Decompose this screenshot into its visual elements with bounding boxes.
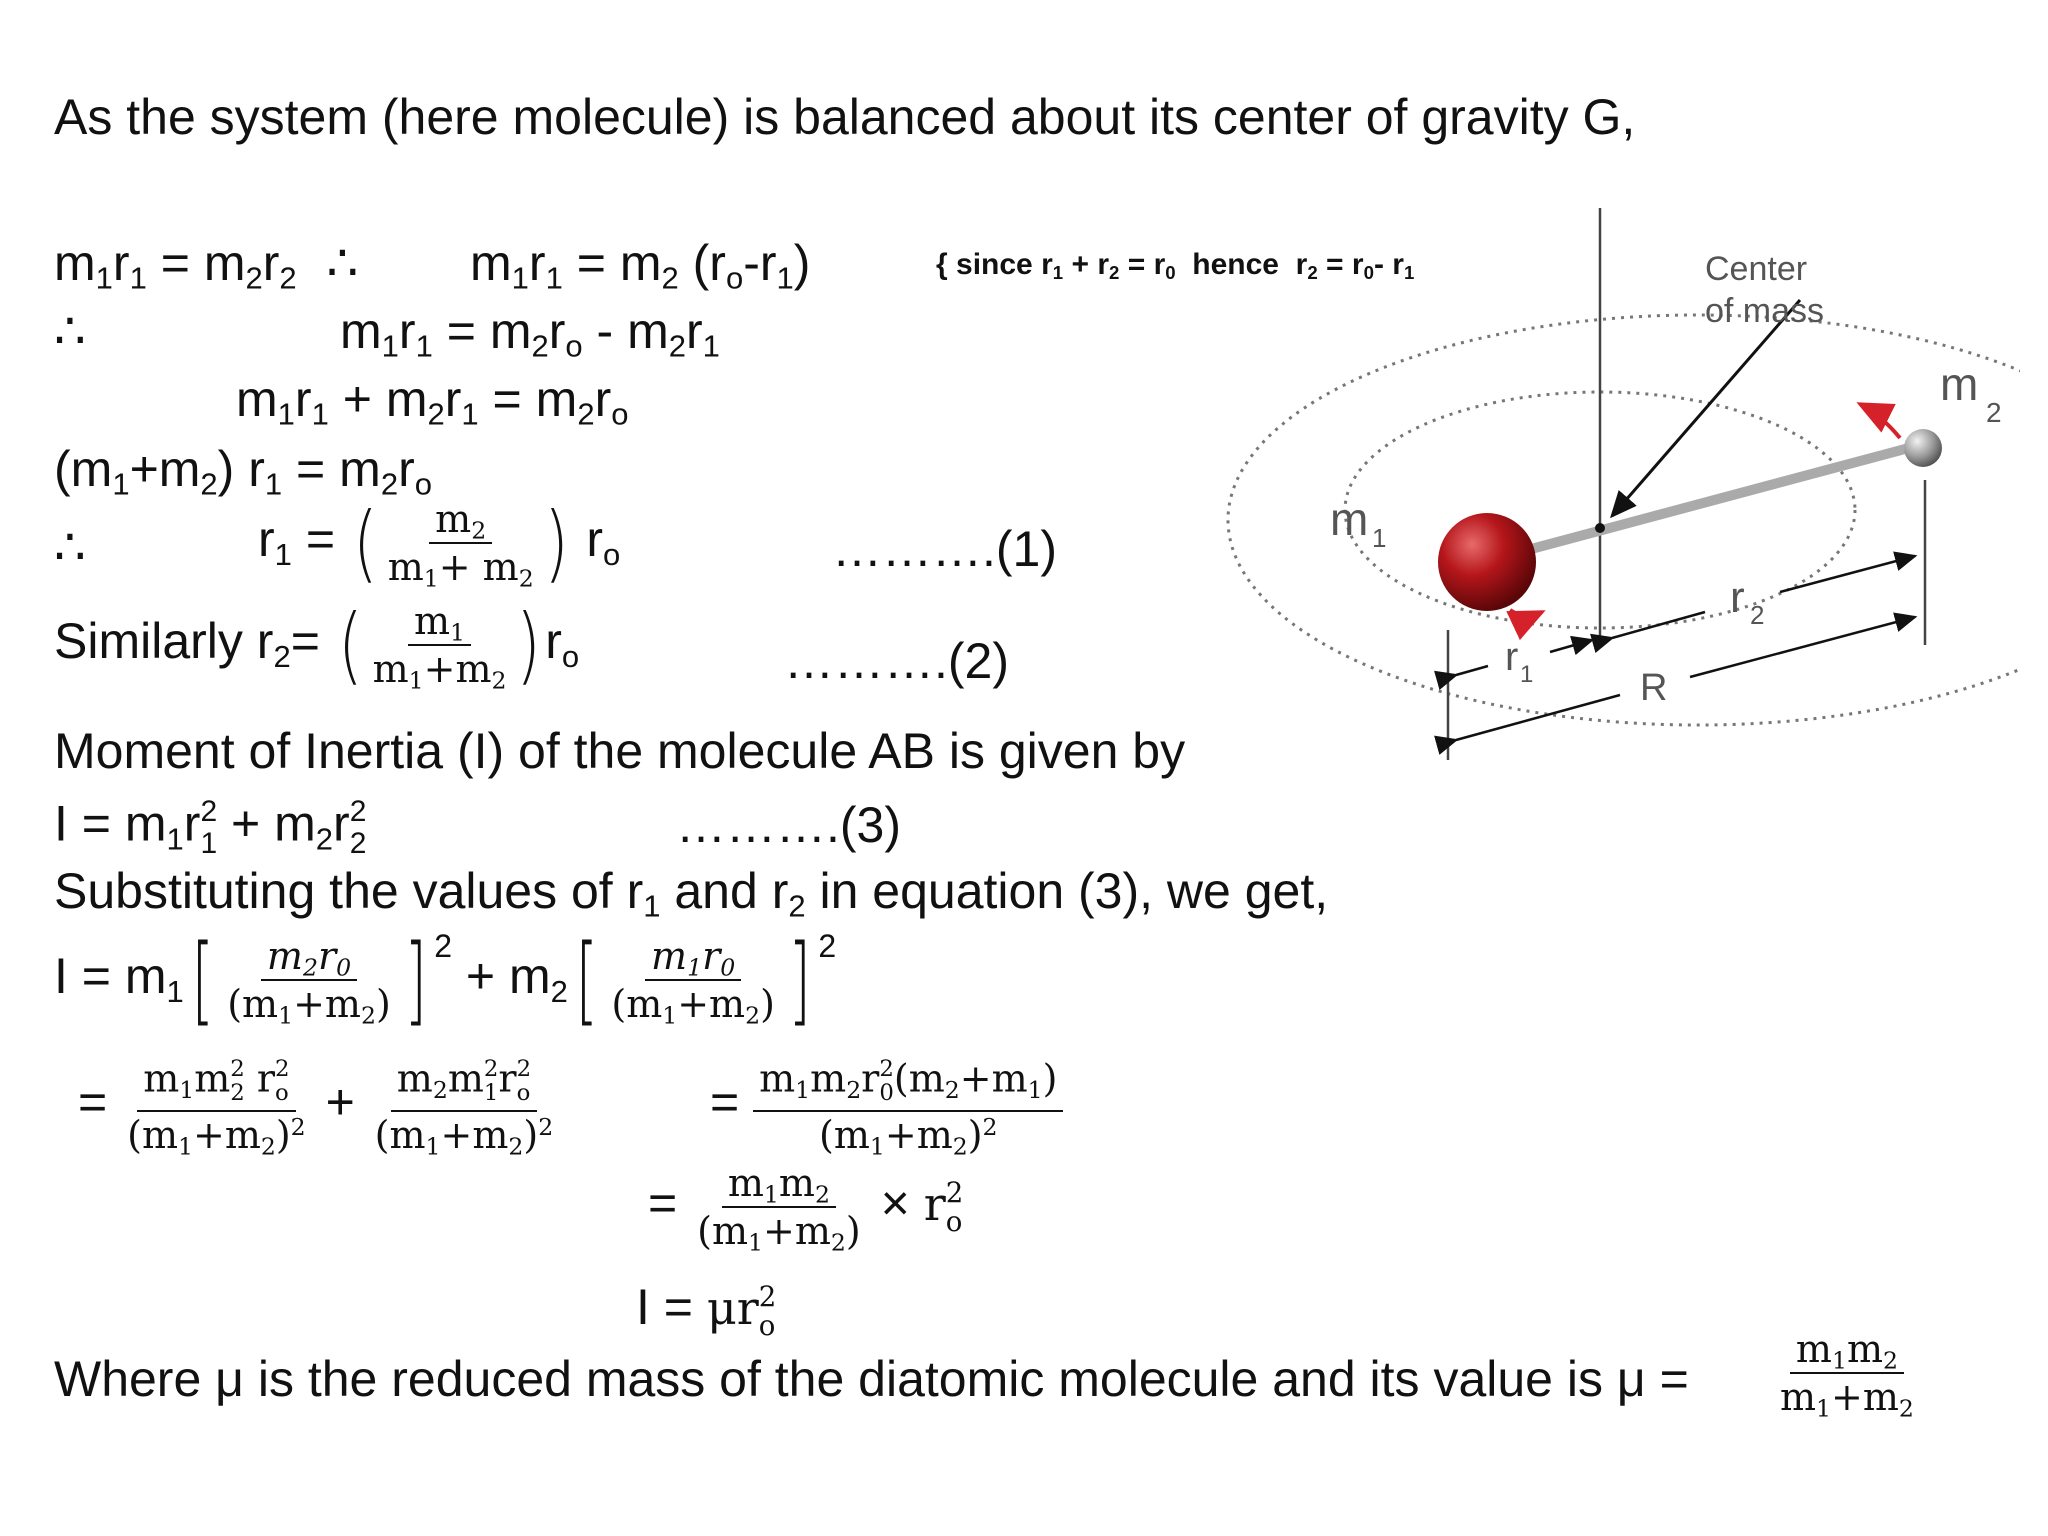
svg-text:1: 1 (1372, 523, 1386, 553)
rotation-arrow-m1 (1506, 608, 1546, 641)
therefore-symbol-2: ∴ (54, 519, 86, 575)
reduced-mass-text: Where μ is the reduced mass of the diato… (54, 1351, 1689, 1407)
center-of-mass-label-1: Center (1705, 250, 1807, 288)
equation-tag-3: ……….(3) (676, 797, 901, 853)
label-R: R (1640, 667, 1667, 709)
diatomic-molecule-diagram: Center of mass m 1 m 2 r 1 r 2 R (1226, 208, 2020, 760)
equation-r2: Similarly r2= ( m1 m1+m2 )ro (54, 596, 580, 695)
equation-expanded: m1r1 = m2ro - m2r1 (340, 303, 720, 364)
svg-text:2: 2 (1750, 600, 1764, 630)
svg-text:2: 2 (1986, 397, 2002, 428)
center-point (1595, 523, 1605, 533)
equation-tag-2: ……….(2) (784, 633, 1009, 689)
label-r1: r (1505, 635, 1518, 679)
reduced-mass-fraction: m1m2 m1+m2 (1780, 1327, 1914, 1423)
equation-substituted: I = m1[ m2r0 (m1+m2) ]2 + m2[ m1r0 (m1+m… (54, 924, 837, 1036)
equation-balance: m1r1 = m2r2 ∴ (54, 235, 359, 296)
equation-r1: r1 = ( m2 m1+ m2 ) ro (258, 494, 621, 593)
equation-balance-rhs: m1r1 = m2 (ro-r1) (470, 235, 811, 296)
equation-tag-1: ……….(1) (832, 521, 1057, 577)
since-note: { since r1 + r2 = r0 hence r2 = r0- r1 (936, 248, 1415, 284)
inner-orbit (1343, 390, 1857, 630)
bond-line (1485, 440, 1925, 565)
moment-text: Moment of Inertia (I) of the molecule AB… (54, 723, 1186, 779)
label-m2: m (1940, 358, 1978, 410)
mass-m1-sphere (1438, 513, 1536, 611)
rotation-arrow-m2 (1856, 402, 1902, 440)
svg-text:1: 1 (1520, 661, 1533, 688)
mass-m2-sphere (1904, 429, 1942, 467)
intro-text: As the system (here molecule) is balance… (54, 89, 1636, 145)
center-of-mass-pointer (1610, 299, 1802, 519)
fraction-r1: m2 m1+ m2 (387, 497, 534, 593)
label-r2: r (1730, 573, 1745, 622)
substituting-text: Substituting the values of r1 and r2 in … (54, 863, 1329, 924)
fraction-r2: m1 m1+m2 (372, 599, 507, 695)
equation-factor: (m1+m2) r1 = m2ro (54, 441, 432, 502)
equation-collect: m1r1 + m2r1 = m2ro (236, 371, 629, 432)
center-of-mass-label-2: of mass (1705, 292, 1824, 330)
outer-orbit (1226, 313, 2020, 727)
therefore-symbol: ∴ (54, 303, 86, 359)
label-m1: m (1330, 493, 1368, 545)
